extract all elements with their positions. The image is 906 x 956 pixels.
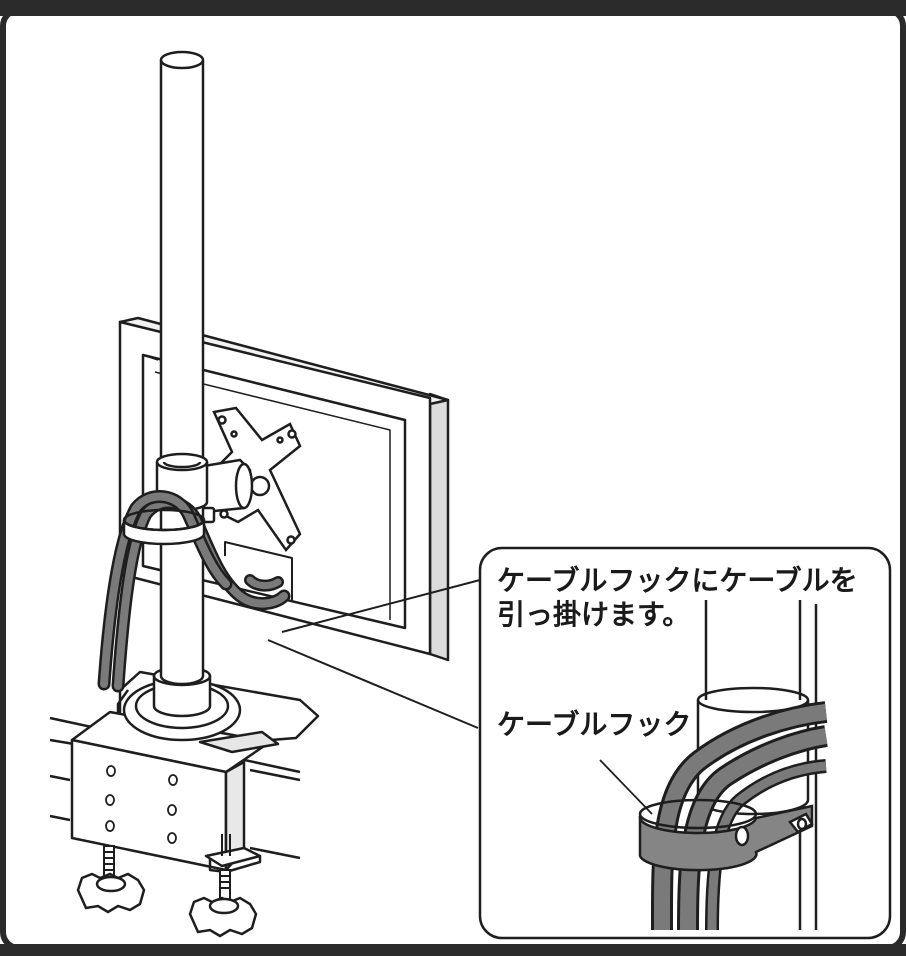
arm-joint: [198, 458, 254, 524]
callout-instruction-line2: 引っ掛けます。: [497, 598, 691, 631]
pole: [155, 50, 209, 686]
callout-detail: [638, 600, 828, 931]
callout-instruction-line1: ケーブルフックにケーブルを: [497, 564, 858, 597]
callout-leader: [267, 579, 481, 729]
cable-hook-main: [122, 508, 206, 546]
hook-label-leader: [599, 759, 653, 815]
pole-base: [122, 665, 242, 742]
callout-box: [478, 546, 892, 940]
clamp-knob-right: [188, 896, 258, 938]
clamp-knob-left: [76, 872, 146, 914]
cable-hook-label: ケーブルフック: [497, 708, 692, 741]
